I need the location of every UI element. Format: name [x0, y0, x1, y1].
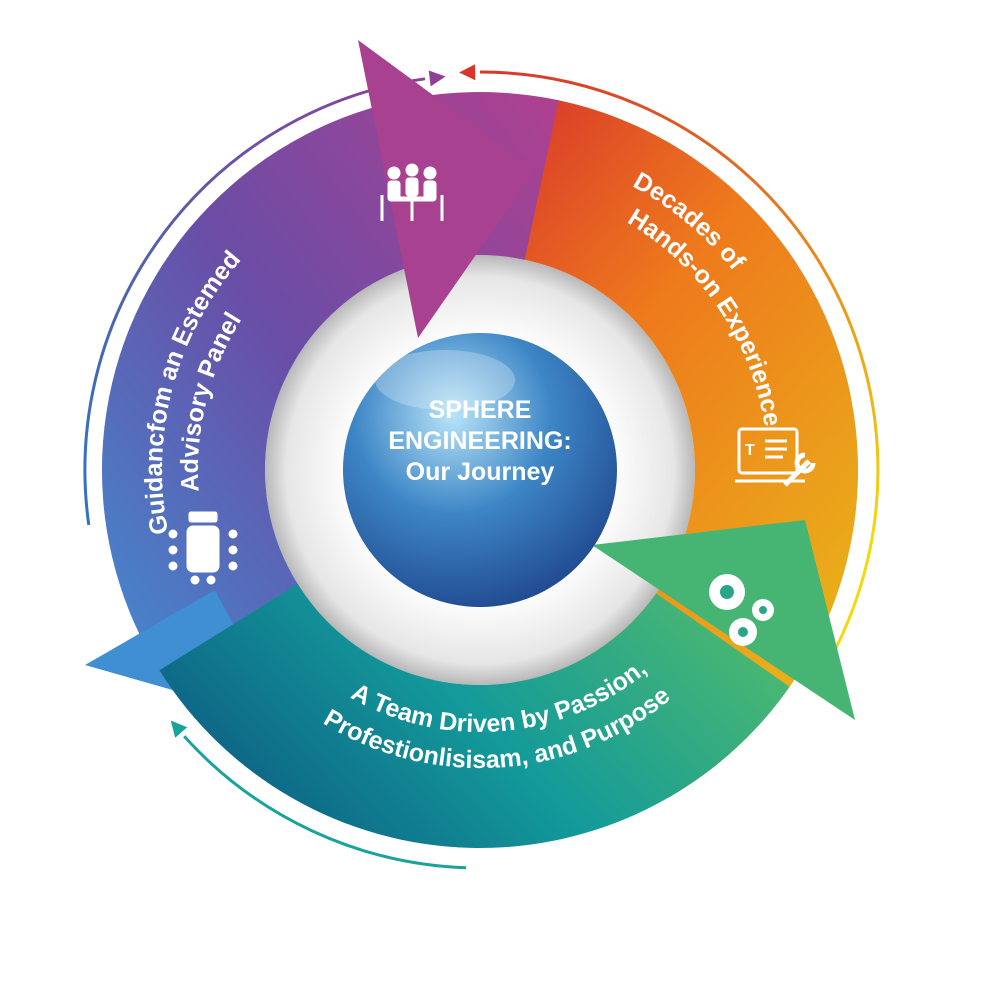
segment-team — [159, 583, 790, 848]
outer-arrow-left — [83, 77, 426, 526]
team-meeting-icon — [380, 163, 444, 221]
segment-team-arrowhead — [592, 520, 855, 720]
conference-table-icon — [168, 511, 238, 585]
outer-arrow-right-head-top — [459, 64, 476, 81]
center-title-line3: Our Journey — [406, 458, 555, 486]
outer-arrow-left-head — [428, 70, 446, 87]
center-title-line2: ENGINEERING: — [388, 427, 571, 455]
center-sphere — [343, 333, 617, 607]
outer-arrow-bottom-head — [170, 720, 188, 738]
svg-text:T: T — [745, 442, 755, 459]
laptop-wrench-icon: T — [735, 427, 816, 487]
outer-arrow-right — [479, 70, 880, 658]
outer-arrow-bottom — [183, 735, 467, 870]
center-title-line1: SPHERE — [429, 396, 532, 424]
gears-icon — [709, 574, 774, 646]
segment-advisory-arrowhead — [358, 40, 535, 338]
sphere-highlight — [375, 350, 515, 410]
